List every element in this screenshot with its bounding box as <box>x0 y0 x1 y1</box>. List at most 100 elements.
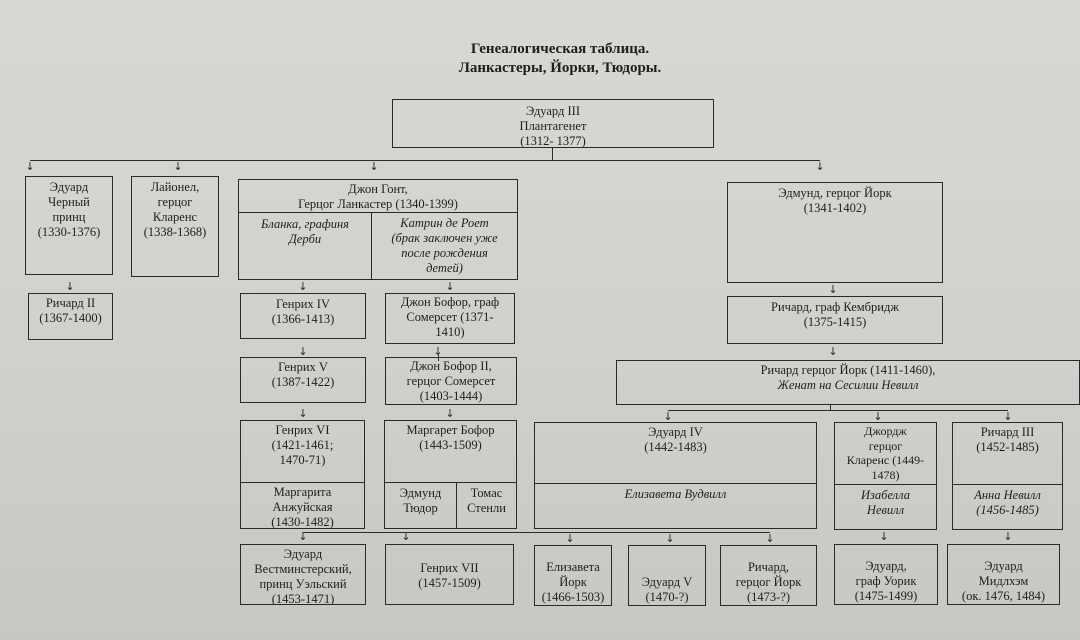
node-text: Йорк <box>559 575 587 589</box>
node-edmund-tudor: Эдмунд Тюдор <box>384 482 457 529</box>
arrow-down-icon: ↓ <box>173 160 183 173</box>
node-text: Генрих IV <box>275 297 331 311</box>
node-edward-of-middleham: Эдуард Мидлхэм (ок. 1476, 1484) <box>947 544 1060 605</box>
node-text: Генрих V <box>278 360 328 374</box>
node-text: Невилл <box>866 503 905 517</box>
node-text: (ок. 1476, 1484) <box>961 589 1046 603</box>
node-text: (1470-?) <box>645 590 689 604</box>
arrow-down-icon: ↓ <box>1003 410 1013 423</box>
node-text: Ричард III <box>980 425 1035 439</box>
arrow-down-icon: ↓ <box>298 280 308 293</box>
node-text: (1330-1376) <box>37 225 101 239</box>
arrow-down-icon: ↓ <box>433 345 443 358</box>
node-text: Бланка, графиня <box>261 217 349 231</box>
node-text: Джон Бофор, граф <box>400 295 500 309</box>
node-text: Эдуард, <box>865 559 907 573</box>
node-text: (брак заключен уже <box>391 231 498 245</box>
node-text: Ричард, <box>747 560 790 574</box>
node-text: детей) <box>426 261 463 275</box>
node-text: принц Уэльский <box>259 577 347 591</box>
node-edward-warwick: Эдуард, граф Уорик (1475-1499) <box>834 544 938 605</box>
node-text: Плантагенет <box>519 119 587 133</box>
node-margaret-beaufort: Маргарет Бофор (1443-1509) <box>384 420 517 483</box>
node-henry-iv: Генрих IV (1366-1413) <box>240 293 366 339</box>
node-text: (1338-1368) <box>143 225 207 239</box>
node-text: (1387-1422) <box>271 375 335 389</box>
arrow-down-icon: ↓ <box>815 160 825 173</box>
node-text: Эдуард <box>984 559 1023 573</box>
node-text: Маргарита <box>273 485 332 499</box>
arrow-down-icon: ↓ <box>401 530 411 543</box>
node-elizabeth-woodville: Елизавета Вудвилл <box>534 483 817 529</box>
node-text: герцог <box>157 195 193 209</box>
node-text: Эдуард V <box>641 575 693 589</box>
connector-stem-beaufort <box>438 355 439 361</box>
arrow-down-icon: ↓ <box>1003 530 1013 543</box>
node-text: Генрих VII <box>420 561 479 575</box>
node-text: герцог Йорк <box>735 575 802 589</box>
node-text: Маргарет Бофор <box>406 423 495 437</box>
connector-stem-richard-york <box>830 405 831 410</box>
node-text: Тюдор <box>403 501 438 515</box>
node-richard-cambridge: Ричард, граф Кембридж (1375-1415) <box>727 296 943 344</box>
node-text: Эдуард III <box>526 104 580 118</box>
arrow-down-icon: ↓ <box>879 530 889 543</box>
arrow-down-icon: ↓ <box>873 410 883 423</box>
node-text: 1478) <box>871 467 900 482</box>
node-blanche-of-lancaster: Бланка, графиня Дерби <box>238 212 372 280</box>
node-text: Сомерсет (1371- <box>406 310 494 324</box>
arrow-down-icon: ↓ <box>663 410 673 423</box>
node-text: (1443-1509) <box>419 438 482 452</box>
arrow-down-icon: ↓ <box>25 160 35 173</box>
node-text: граф Уорик <box>855 574 917 588</box>
node-text: (1453-1471) <box>271 592 335 605</box>
connector-stem-edward3 <box>552 148 553 160</box>
arrow-down-icon: ↓ <box>765 532 775 545</box>
node-richard-ii: Ричард II (1367-1400) <box>28 293 113 340</box>
node-text: Елизавета <box>546 560 600 574</box>
node-text: Эдуард IV <box>648 425 703 439</box>
arrow-down-icon: ↓ <box>298 407 308 420</box>
node-text: Дерби <box>288 232 322 246</box>
node-text: Джордж <box>864 424 907 438</box>
node-text: Герцог Ланкастер (1340-1399) <box>298 197 458 211</box>
arrow-down-icon: ↓ <box>828 283 838 296</box>
node-text: (1421-1461; <box>271 438 334 452</box>
arrow-down-icon: ↓ <box>65 280 75 293</box>
node-text: Эдмунд <box>399 486 442 500</box>
node-text: Джон Бофор II, <box>410 359 492 373</box>
node-text: герцог <box>868 438 903 453</box>
node-john-beaufort-ii: Джон Бофор II, герцог Сомерсет (1403-144… <box>385 357 517 405</box>
node-anne-neville: Анна Невилл (1456-1485) <box>952 484 1063 530</box>
node-text: (1457-1509) <box>418 576 481 590</box>
node-text: Анна Невилл <box>974 488 1041 502</box>
node-text: Женат на Сесилии Невилл <box>777 378 919 392</box>
node-katherine-swynford: Катрин де Роет (брак заключен уже после … <box>371 212 518 280</box>
node-edward-iv: Эдуард IV (1442-1483) <box>534 422 817 484</box>
node-edward-of-westminster: Эдуард Вестминстерский, принц Уэльский (… <box>240 544 366 605</box>
node-edward-black-prince: Эдуард Черный принц (1330-1376) <box>25 176 113 275</box>
arrow-down-icon: ↓ <box>665 532 675 545</box>
node-text: Томас <box>470 486 503 500</box>
node-text: (1473-?) <box>746 590 791 604</box>
node-text: Черный <box>48 195 90 209</box>
node-text: (1375-1415) <box>803 315 867 329</box>
node-text: Елизавета Вудвилл <box>624 487 727 501</box>
arrow-down-icon: ↓ <box>298 530 308 543</box>
node-text: (1456-1485) <box>976 503 1039 517</box>
node-text: (1366-1413) <box>271 312 335 326</box>
node-edward-iii: Эдуард III Плантагенет (1312- 1377) <box>392 99 714 148</box>
york-children-connector-line <box>668 410 1008 411</box>
node-henry-v: Генрих V (1387-1422) <box>240 357 366 403</box>
title-line-1: Генеалогическая таблица. <box>470 41 650 57</box>
node-text: Мидлхэм <box>978 574 1029 588</box>
node-edmund-york: Эдмунд, герцог Йорк (1341-1402) <box>727 182 943 283</box>
node-text: Эдуард <box>49 180 89 194</box>
node-text: Катрин де Роет <box>400 216 489 230</box>
node-text: Кларенс (1449- <box>846 453 925 467</box>
node-text: Генрих VI <box>275 423 330 437</box>
node-lionel-clarence: Лайонел, герцог Кларенс (1338-1368) <box>131 176 219 277</box>
node-text: (1367-1400) <box>39 311 102 325</box>
node-henry-vii: Генрих VII (1457-1509) <box>385 544 514 605</box>
